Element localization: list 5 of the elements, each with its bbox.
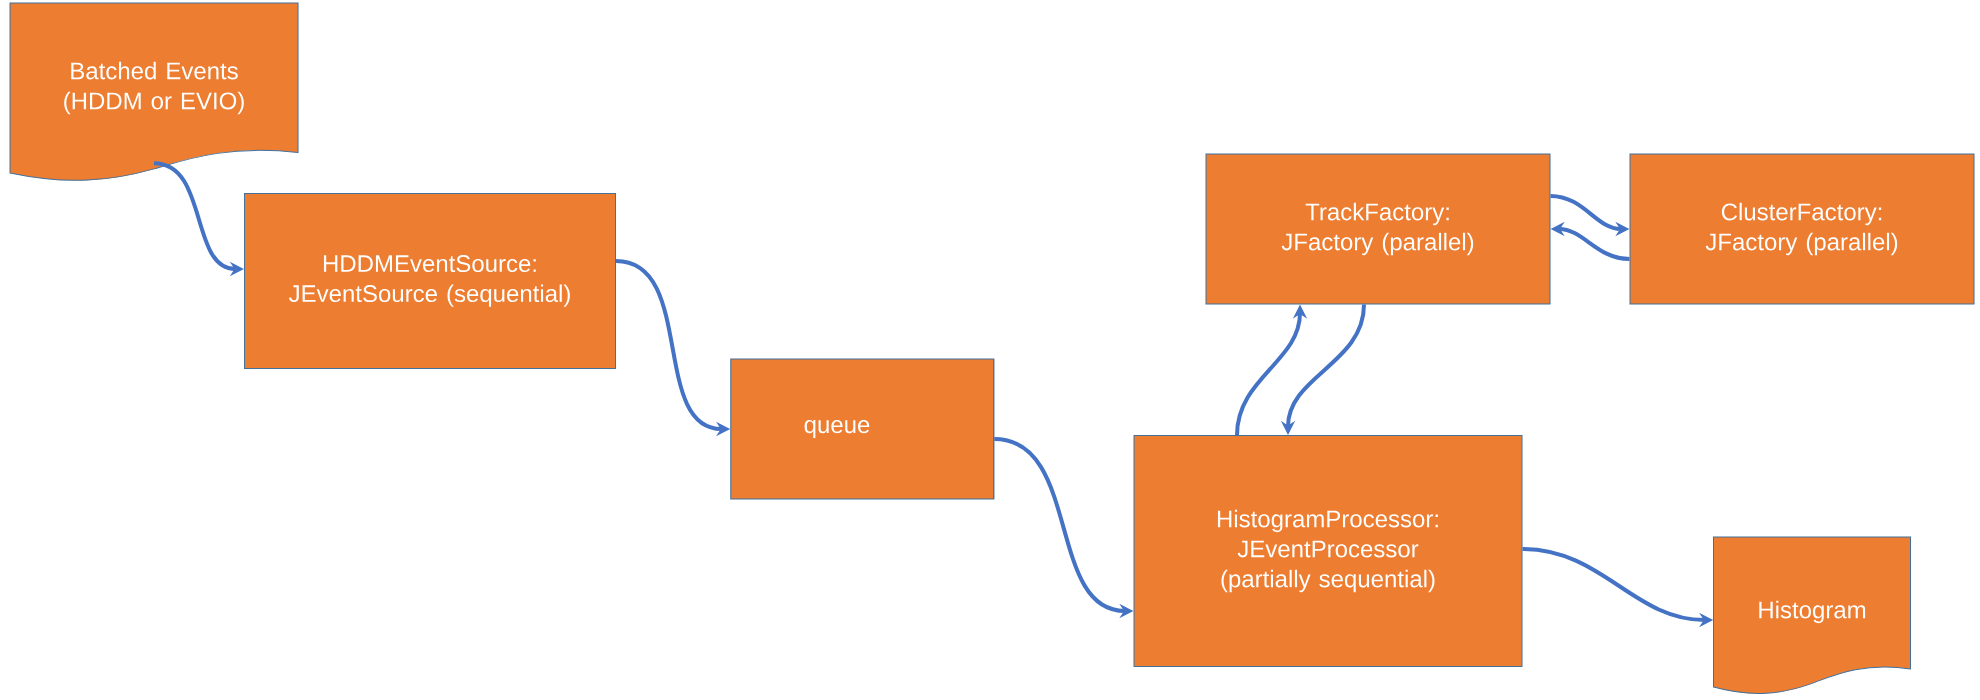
process-box: HistogramProcessor: JEventProcessor (partially sequential) xyxy=(1133,435,1523,667)
process-box: TrackFactory: JFactory (parallel) xyxy=(1205,153,1551,305)
queue-cylinder: queue xyxy=(730,358,995,500)
process-box: ClusterFactory: JFactory (parallel) xyxy=(1629,153,1975,305)
process-box: HDDMEventSource: JEventSource (sequential) xyxy=(244,193,616,369)
